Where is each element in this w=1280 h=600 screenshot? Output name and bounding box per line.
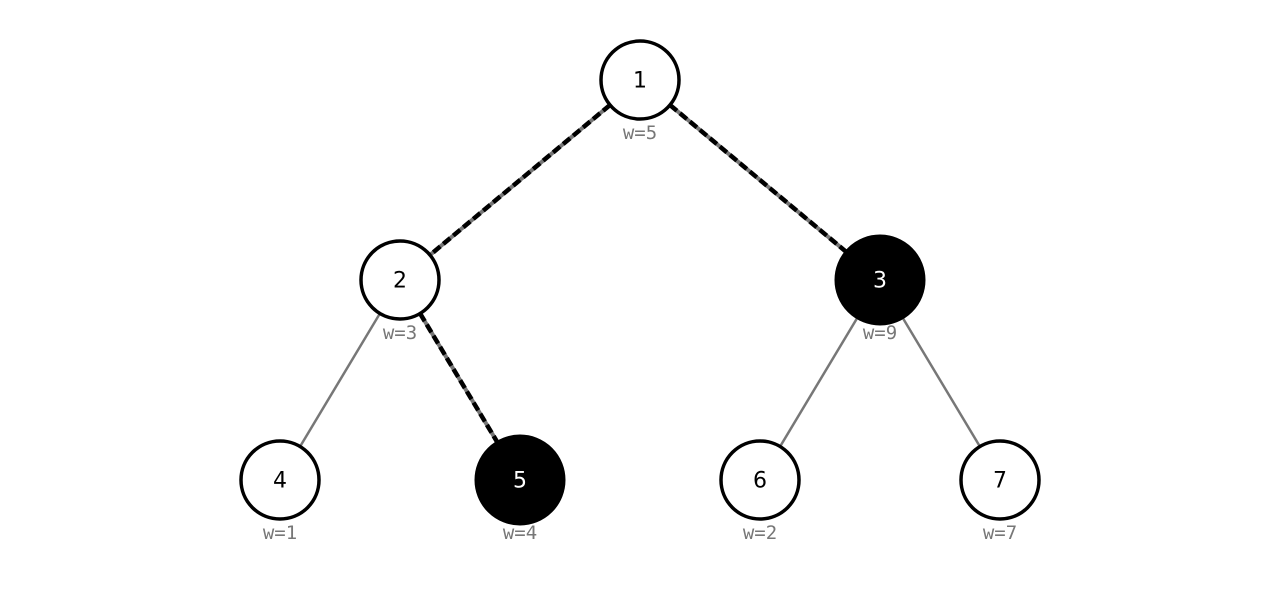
- node-circle: [474, 434, 566, 526]
- node-weight-label: w=7: [983, 522, 1017, 544]
- node-label: 5: [513, 469, 527, 494]
- node-weight-label: w=2: [743, 522, 777, 544]
- edge-dash-line: [398, 78, 642, 282]
- node-circle: [719, 439, 801, 521]
- node-label: 7: [993, 469, 1007, 494]
- node-layer: 1 w=5 2 w=3 3 w=9 4 w=1 5 w=4 6 w=2 7 w=7: [239, 39, 1041, 544]
- tree-node-3[interactable]: 3 w=9: [834, 234, 926, 344]
- node-label: 2: [393, 269, 407, 294]
- tree-node-4[interactable]: 4 w=1: [239, 439, 321, 544]
- edge-1-2: [398, 78, 642, 282]
- edge-1-3: [638, 78, 882, 282]
- tree-node-7[interactable]: 7 w=7: [959, 439, 1041, 544]
- node-label: 4: [273, 469, 287, 494]
- node-label: 3: [873, 269, 887, 294]
- tree-node-1[interactable]: 1 w=5: [599, 39, 681, 144]
- tree-node-2[interactable]: 2 w=3: [359, 239, 441, 344]
- node-weight-label: w=1: [263, 522, 297, 544]
- node-circle: [959, 439, 1041, 521]
- node-weight-label: w=4: [503, 522, 537, 544]
- node-weight-label: w=3: [383, 322, 417, 344]
- node-weight-label: w=9: [863, 322, 897, 344]
- edge-dash-line: [638, 78, 882, 282]
- node-weight-label: w=5: [623, 122, 657, 144]
- node-circle: [359, 239, 441, 321]
- node-label: 6: [753, 469, 767, 494]
- tree-node-6[interactable]: 6 w=2: [719, 439, 801, 544]
- node-circle: [239, 439, 321, 521]
- tree-node-5[interactable]: 5 w=4: [474, 434, 566, 544]
- node-circle: [599, 39, 681, 121]
- node-circle: [834, 234, 926, 326]
- node-label: 1: [633, 69, 647, 94]
